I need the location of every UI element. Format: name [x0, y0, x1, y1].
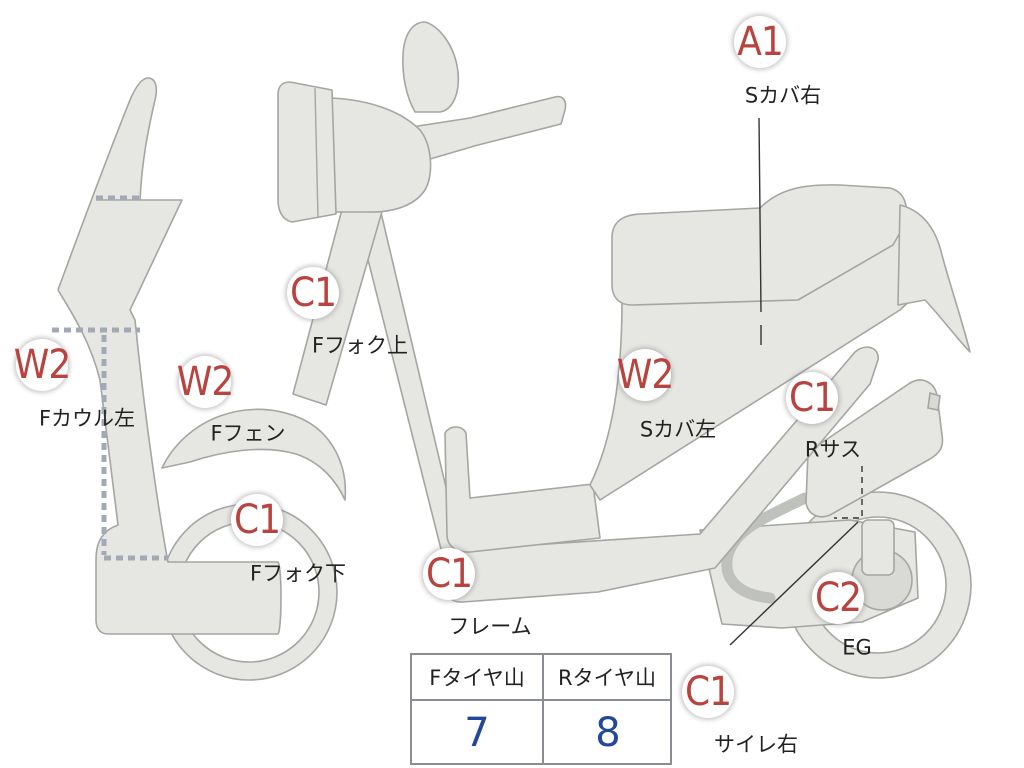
- front-tire-tread-value: 7: [464, 710, 490, 756]
- code-frame: C1: [425, 551, 473, 597]
- rear-tire-tread-value: 8: [542, 701, 672, 765]
- handlebar-shape: [277, 21, 567, 223]
- label-f-fork-upper: Fフォク上: [311, 333, 409, 358]
- front-fender-shape: [161, 408, 347, 501]
- label-muffler-right: サイレ右: [714, 732, 798, 757]
- label-engine: EG: [842, 635, 872, 660]
- code-f-fork-upper: C1: [289, 270, 337, 316]
- label-s-cover-right: Sカバ右: [744, 83, 822, 108]
- marker-engine[interactable]: [812, 572, 864, 624]
- rear-tire-tread-header: Rタイヤ山: [542, 655, 670, 701]
- code-f-fork-lower: C1: [233, 497, 281, 543]
- marker-s-cover-right[interactable]: [734, 16, 786, 68]
- label-frame: フレーム: [448, 614, 532, 639]
- rear-suspension-shape: [805, 379, 944, 576]
- tire-tread-table: Fタイヤ山 Rタイヤ山 7 8: [410, 653, 672, 765]
- code-muffler-right: C1: [684, 669, 732, 715]
- code-engine: C2: [814, 575, 862, 621]
- code-s-cover-right: A1: [737, 19, 783, 65]
- front-cowl-left-panel: [52, 195, 168, 561]
- code-f-cowl-left: W2: [13, 342, 71, 388]
- marker-f-fork-upper[interactable]: [287, 267, 339, 319]
- label-f-fork-lower: Fフォク下: [249, 561, 347, 586]
- marker-r-suspension[interactable]: [786, 372, 838, 424]
- code-f-fender: W2: [176, 359, 234, 405]
- tail-cowl-shape: [897, 204, 971, 353]
- marker-f-fender[interactable]: [179, 356, 231, 408]
- floorboard-shape: [444, 426, 601, 553]
- marker-f-cowl-left[interactable]: [16, 339, 68, 391]
- seat-shape: [611, 184, 908, 306]
- code-s-cover-left: W2: [616, 352, 674, 398]
- marker-f-fork-lower[interactable]: [231, 494, 283, 546]
- label-f-fender: Fフェン: [210, 421, 286, 446]
- label-r-suspension: Rサス: [804, 437, 862, 462]
- marker-s-cover-left[interactable]: [619, 349, 671, 401]
- front-tire-tread-header: Fタイヤ山: [412, 655, 542, 701]
- label-f-cowl-left: Fカウル左: [38, 406, 136, 431]
- marker-frame[interactable]: [423, 548, 475, 600]
- label-s-cover-left: Sカバ左: [639, 417, 717, 442]
- marker-muffler-right[interactable]: [682, 666, 734, 718]
- code-r-suspension: C1: [788, 375, 836, 421]
- leader-lines: [729, 117, 863, 646]
